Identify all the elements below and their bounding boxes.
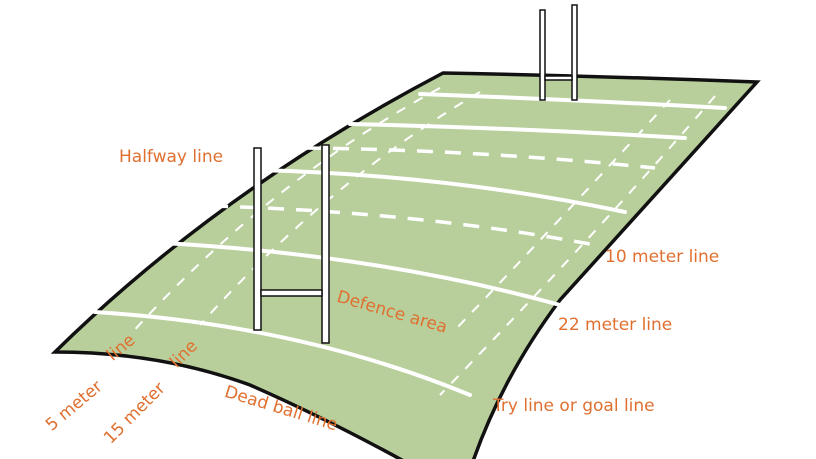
front-try-line <box>93 310 472 397</box>
halfway-line-label: Halfway line <box>119 147 224 167</box>
field <box>50 71 761 459</box>
halfway-line <box>256 168 627 214</box>
twenty-two-meter-line-label: 22 meter line <box>558 315 673 335</box>
left-15m-line <box>199 91 481 326</box>
try-line-label: Try line or goal line <box>493 396 655 416</box>
front-22-line <box>161 241 562 307</box>
left-5m-line <box>129 87 441 336</box>
front-left-post <box>253 147 262 331</box>
back-10-line <box>304 146 656 170</box>
back-crossbar <box>544 75 573 81</box>
back-left-post <box>539 9 546 101</box>
back-right-post <box>571 4 578 101</box>
front-10-line <box>211 204 596 247</box>
front-crossbar <box>260 289 323 297</box>
right-5m-line <box>439 95 716 396</box>
front-right-post <box>321 144 330 344</box>
back-22-line <box>348 122 687 140</box>
ten-meter-line-label: 10 meter line <box>605 247 720 267</box>
right-15m-line <box>454 99 671 331</box>
